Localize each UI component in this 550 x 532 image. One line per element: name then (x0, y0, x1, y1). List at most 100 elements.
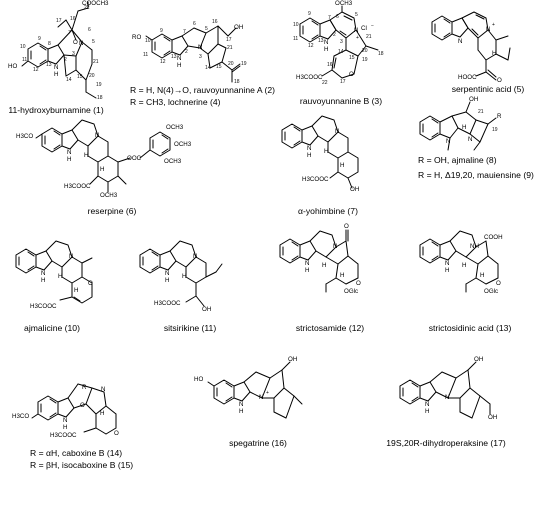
c12-hh2: H (340, 272, 345, 279)
c6-och3a: OCH3 (166, 124, 184, 131)
c13-oglc: OGlc (484, 288, 499, 295)
c2-num9: 9 (160, 28, 163, 34)
c1-num18: 18 (97, 95, 103, 101)
c6-hh: H (84, 152, 89, 159)
c3-num10: 10 (293, 22, 299, 28)
c15-caption: R = βH, isocaboxine B (15) (30, 460, 134, 470)
c14-o: O (80, 402, 85, 409)
c8-num19: 19 (492, 127, 498, 133)
c14-ofur: O (114, 430, 119, 437)
c17-n: N (445, 394, 450, 401)
c6-och3: OCH3 (100, 192, 118, 199)
c8-oh: OH (469, 96, 479, 103)
c1-num8: 8 (48, 41, 51, 47)
c5-caption: serpentinic acid (5) (451, 84, 525, 94)
c10-nh: N (41, 270, 46, 277)
c8-num21: 21 (478, 109, 484, 115)
c3-num3: 3 (340, 39, 343, 45)
c2-num17: 17 (226, 37, 232, 43)
c13-h: H (445, 267, 450, 274)
c8-h: H (462, 124, 467, 131)
c13-nh2: NH (470, 243, 479, 250)
c1-caption: 11-hydroxyburnamine (1) (8, 105, 104, 115)
c1-o: O (73, 39, 78, 46)
c3-num11: 11 (293, 36, 299, 42)
c1-num3: 3 (72, 51, 75, 57)
c2-num2: 2 (185, 49, 188, 55)
c1-num16: 16 (70, 16, 76, 22)
c2-num18: 18 (234, 79, 240, 85)
c12-caption: strictosamide (12) (295, 323, 365, 333)
c5-h: H (492, 50, 497, 57)
compound-13-structure (419, 230, 499, 293)
c9-caption: R = H, Δ19,20, mauiensine (9) (418, 170, 534, 180)
c7-oh: OH (350, 186, 360, 193)
compound-8-structure (419, 101, 497, 151)
c2-num14: 14 (205, 65, 211, 71)
c2-ro: RO (132, 34, 142, 41)
c1-num22: 22 (84, 5, 90, 11)
c7-caption: α-yohimbine (7) (298, 206, 358, 216)
c2-n: N (198, 44, 203, 51)
c3-num6: 6 (336, 14, 339, 20)
compound-2-structure (145, 25, 241, 83)
c3-num12: 12 (308, 43, 314, 49)
c8-r: R (497, 113, 502, 120)
c5-o: O (497, 77, 502, 84)
c2-num10: 10 (145, 38, 151, 44)
c3-n: N (354, 27, 359, 34)
c12-n: N (333, 243, 338, 250)
c12-h: H (305, 267, 310, 274)
c2-num6: 6 (193, 21, 196, 27)
c7-h: H (307, 152, 312, 159)
c6-h: H (67, 156, 72, 163)
c10-hh: H (58, 273, 63, 280)
c3-caption: rauvoyunnanine B (3) (299, 96, 383, 106)
c2-oh: OH (234, 24, 244, 31)
c17-caption: 19S,20R-dihydroperaksine (17) (386, 438, 506, 448)
compound-11-structure (139, 240, 223, 307)
c14-h: H (63, 424, 68, 431)
c3-num19: 19 (362, 57, 368, 63)
c16-ho: HO (194, 376, 204, 383)
c1-num5: 5 (92, 39, 95, 45)
c6-och3c: OCH3 (164, 158, 182, 165)
c16-nh: N (239, 401, 244, 408)
c1-num10: 10 (20, 44, 26, 50)
c10-n: N (69, 253, 74, 260)
c14-hh: H (100, 410, 105, 417)
c3-num15: 15 (349, 55, 355, 61)
c6-nh: N (67, 149, 72, 156)
c7-n: N (335, 128, 340, 135)
c6-caption: reserpine (6) (87, 206, 137, 216)
c11-nh: N (165, 270, 170, 277)
c2-num21: 21 (227, 45, 233, 51)
c11-h3cooc: H3COOC (154, 300, 181, 307)
c1-num11: 11 (22, 57, 28, 63)
c10-o: O (88, 280, 93, 287)
c3-h: H (324, 46, 329, 53)
c3-num2: 2 (333, 32, 336, 38)
c17-nh: N (425, 401, 430, 408)
c14-h3cooc: H3COOC (50, 432, 77, 439)
c3-num13: 13 (318, 38, 324, 44)
c12-nh: N (305, 260, 310, 267)
c1-num7: 7 (68, 30, 71, 36)
c1-n: N (79, 40, 84, 47)
c3-num7: 7 (328, 15, 331, 21)
c7-hh2: H (340, 162, 345, 169)
compound-7-structure (281, 115, 359, 189)
c12-oring: O (356, 280, 361, 287)
compound-6-structure (35, 119, 171, 193)
c2-num3: 3 (199, 54, 202, 60)
c16-h: H (239, 408, 244, 415)
c14-r: R (82, 384, 87, 391)
c10-caption: ajmalicine (10) (24, 323, 80, 333)
c1-num13: 13 (46, 62, 52, 68)
c7-h3cooc: H3COOC (302, 176, 329, 183)
c2-num19: 19 (241, 61, 247, 67)
c2-nh: N (177, 55, 182, 62)
c11-caption: sitsirikine (11) (163, 323, 217, 333)
